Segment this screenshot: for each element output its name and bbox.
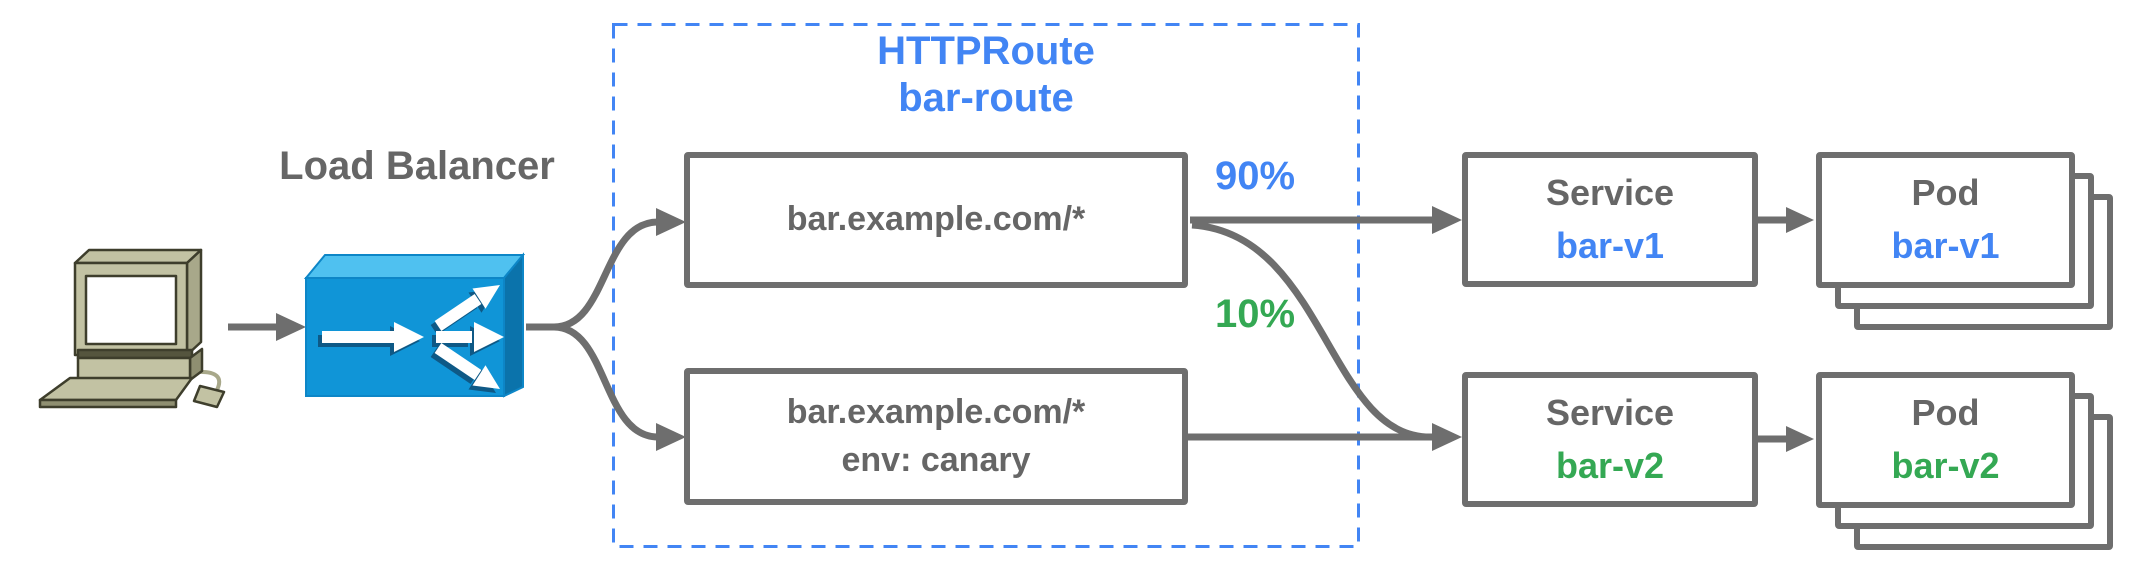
arrow-lb-to-route2 <box>553 323 686 451</box>
load-balancer-icon <box>303 252 526 398</box>
pod-box-bar-v2: Pod bar-v2 <box>1816 372 2075 508</box>
service-box-bar-v2: Service bar-v2 <box>1462 372 1758 507</box>
arrow-route1-to-service2-curve <box>1191 221 1431 441</box>
arrow-lb-to-route1 <box>526 208 686 331</box>
route-2-match: env: canary <box>841 440 1031 479</box>
service-2-kind: Service <box>1545 391 1675 433</box>
desktop-computer-icon <box>38 248 226 409</box>
arrow-service1-to-pod1 <box>1756 207 1814 233</box>
httproute-group-title: HTTPRoute bar-route <box>877 28 1095 122</box>
httproute-group-border <box>612 23 1360 548</box>
route-1-host: bar.example.com/* <box>786 200 1086 239</box>
pod-2-kind: Pod <box>1911 392 1980 434</box>
weight-90-label: 90% <box>1214 154 1296 198</box>
httproute-group-title-line1: HTTPRoute <box>877 29 1095 73</box>
service-2-name: bar-v2 <box>1555 444 1665 486</box>
pod-box-bar-v1: Pod bar-v1 <box>1816 152 2075 288</box>
load-balancer-label: Load Balancer <box>279 144 555 188</box>
weight-10-label: 10% <box>1214 292 1296 336</box>
route-match-box-1: bar.example.com/* <box>684 152 1188 288</box>
route-2-host: bar.example.com/* <box>786 392 1086 431</box>
service-box-bar-v1: Service bar-v1 <box>1462 152 1758 287</box>
pod-stack-bar-v2: Pod bar-v2 <box>1816 372 2113 550</box>
service-1-name: bar-v1 <box>1555 224 1665 266</box>
arrow-service2-to-pod2 <box>1756 426 1814 452</box>
route-match-box-2: bar.example.com/* env: canary <box>684 368 1188 505</box>
pod-stack-bar-v1: Pod bar-v1 <box>1816 152 2113 330</box>
pod-1-name: bar-v1 <box>1891 225 2000 266</box>
arrow-route1-to-service1 <box>1190 206 1462 234</box>
service-1-kind: Service <box>1545 171 1675 213</box>
httproute-group-title-line2: bar-route <box>898 76 1074 121</box>
arrow-client-to-lb <box>228 313 306 341</box>
pod-2-name: bar-v2 <box>1891 445 2000 486</box>
pod-1-kind: Pod <box>1911 172 1980 214</box>
arrow-route2-to-service2 <box>1186 423 1462 451</box>
